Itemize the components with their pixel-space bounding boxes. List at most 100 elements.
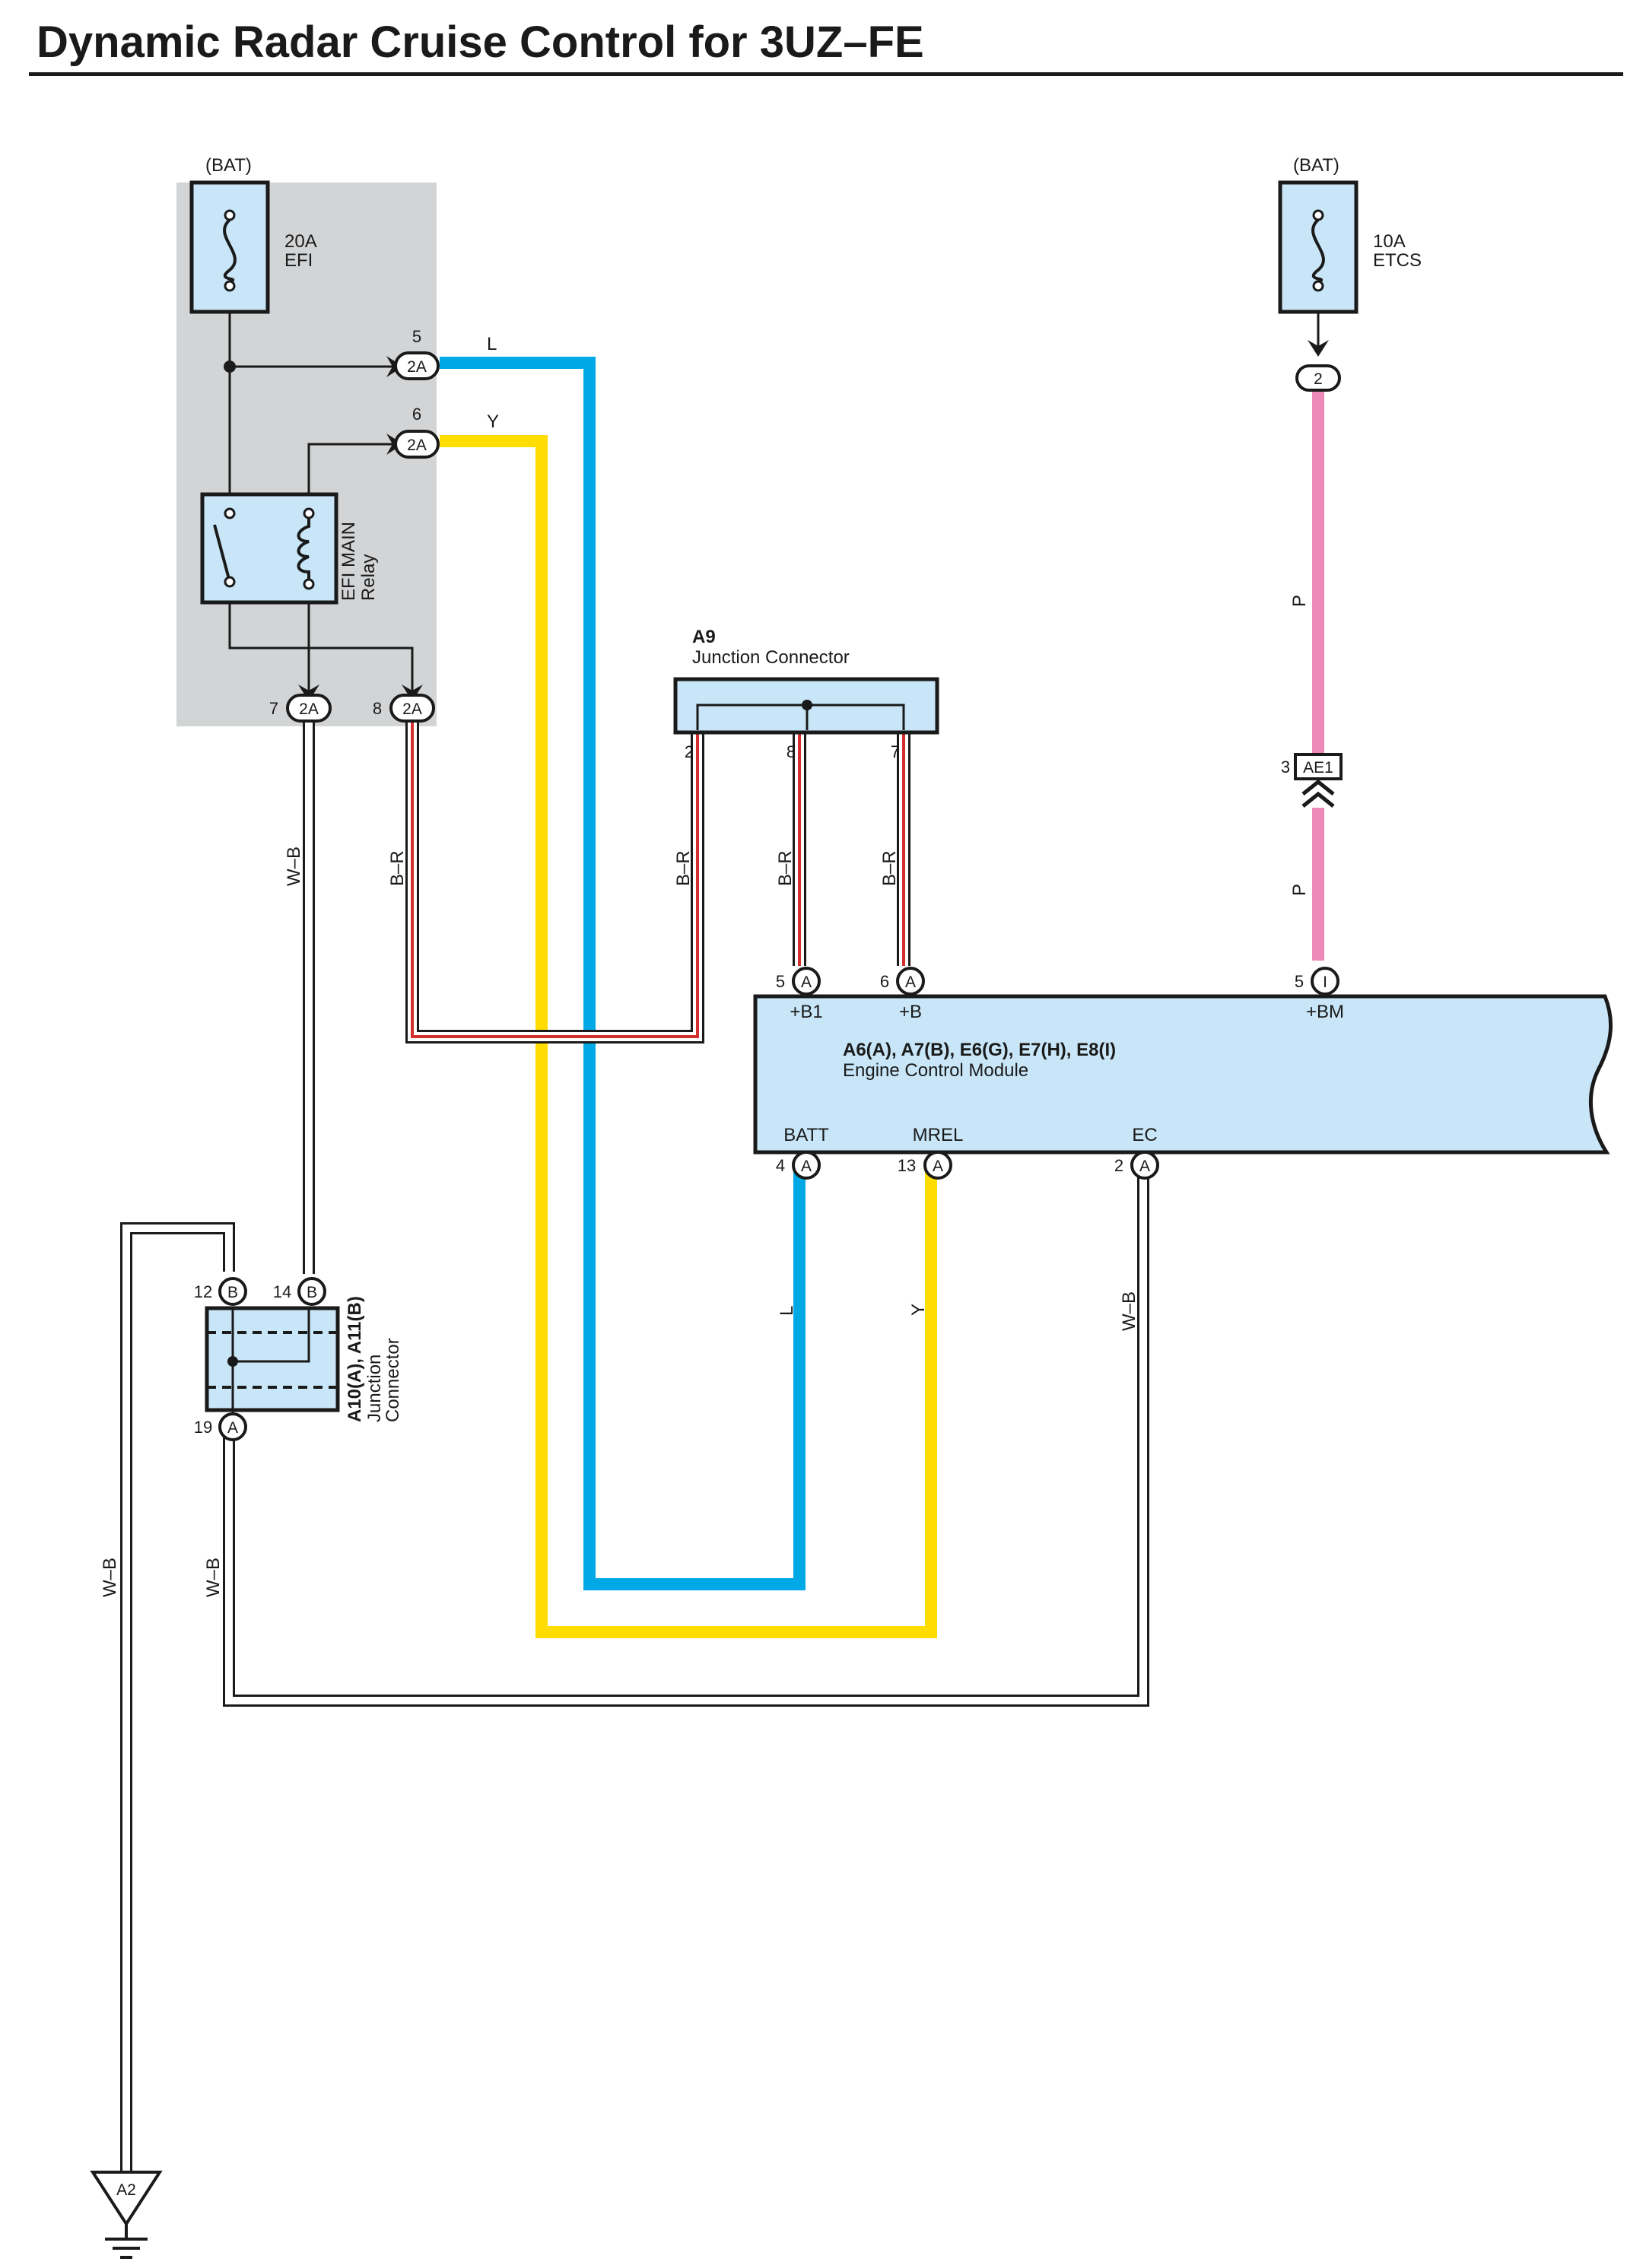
junction-a10-pin12 bbox=[218, 1277, 247, 1306]
ecm-name: Engine Control Module bbox=[843, 1060, 1028, 1081]
ecm-pin-batt-num: 4 bbox=[776, 1156, 785, 1175]
efi-fuse-terminal-bottom bbox=[224, 280, 236, 292]
junction-a9-splice bbox=[802, 700, 812, 710]
junction-a10-line2: Connector bbox=[383, 1338, 403, 1422]
junction-a10-pin12-code: B bbox=[227, 1284, 238, 1301]
efi-fuse-icon bbox=[223, 218, 237, 283]
relay-contact-top bbox=[224, 507, 236, 519]
title-underline bbox=[29, 72, 1623, 76]
etcs-fuse-terminal-top bbox=[1312, 209, 1324, 221]
junction-a10-line1: Junction bbox=[364, 1355, 385, 1422]
junction-a10-pin14-code: B bbox=[307, 1284, 317, 1301]
ecm-pin-ec-code: A bbox=[1139, 1158, 1150, 1175]
wire-BR-main bbox=[405, 723, 704, 1043]
junction-a10-splice bbox=[227, 1356, 238, 1367]
ecm-pin-b-num: 6 bbox=[880, 972, 889, 991]
wire-label-WB-relay: W–B bbox=[284, 847, 304, 886]
wire-label-P-upper: P bbox=[1289, 595, 1310, 607]
efi-fuse-name: EFI bbox=[284, 250, 313, 271]
ecm-pin-ec-num: 2 bbox=[1114, 1156, 1123, 1175]
relay-label-line2: Relay bbox=[358, 554, 379, 601]
wire-label-Y-ecm: Y bbox=[908, 1304, 929, 1316]
ground-a2-symbol bbox=[90, 2171, 163, 2227]
arrow-etcs bbox=[1308, 340, 1329, 357]
etcs-fuse-rating: 10A bbox=[1373, 231, 1406, 252]
ecm-pin-batt-label: BATT bbox=[783, 1125, 829, 1145]
junction-a9-busbar bbox=[696, 704, 905, 730]
wire-label-BR-a9-7: B–R bbox=[879, 850, 900, 886]
ecm-pin-mrel bbox=[923, 1151, 952, 1180]
etcs-fuse-terminal-bottom bbox=[1312, 280, 1324, 292]
connector-etcs-pin2-code: 2 bbox=[1314, 370, 1323, 388]
page-title: Dynamic Radar Cruise Control for 3UZ–FE bbox=[37, 17, 924, 67]
ecm-ids: A6(A), A7(B), E6(G), E7(H), E8(I) bbox=[843, 1040, 1116, 1060]
junction-a10-pin19-code: A bbox=[227, 1419, 238, 1437]
junction-a10-pin14-num: 14 bbox=[273, 1282, 291, 1301]
ecm-pin-b-label: +B bbox=[899, 1002, 922, 1022]
junction-a10-pin19 bbox=[218, 1412, 247, 1441]
junction-a10-pin19-num: 19 bbox=[194, 1418, 212, 1437]
ecm-pin-b bbox=[896, 967, 925, 996]
connector-2a-pin7 bbox=[286, 694, 332, 723]
ecm-pin-bm-label: +BM bbox=[1306, 1002, 1344, 1022]
efi-main-relay bbox=[200, 492, 338, 605]
efi-fuse-rating: 20A bbox=[284, 231, 317, 252]
connector-2a-pin7-code: 2A bbox=[299, 700, 319, 718]
ecm-pin-batt bbox=[792, 1151, 821, 1180]
ground-a2-code: A2 bbox=[116, 2181, 136, 2199]
inline-connector-ae1-code: AE1 bbox=[1303, 759, 1333, 777]
connector-2a-pin8-code: 2A bbox=[402, 700, 422, 718]
arrow-2a8 bbox=[402, 685, 423, 701]
wire-L bbox=[440, 357, 806, 1590]
relay-label-line1: EFI MAIN bbox=[338, 522, 359, 601]
connector-2a-pin8-num: 8 bbox=[373, 699, 382, 718]
relay-coil-term-top bbox=[303, 507, 315, 519]
relay-to-2a6-wire bbox=[307, 443, 392, 494]
connector-etcs-pin2 bbox=[1295, 364, 1341, 392]
etcs-fuse-icon bbox=[1311, 218, 1325, 283]
ecm-pin-b1-label: +B1 bbox=[790, 1002, 822, 1022]
ecm-pin-b1 bbox=[792, 967, 821, 996]
junction-a9-pin2: 2 bbox=[685, 742, 694, 761]
wire-Y bbox=[440, 435, 937, 1638]
relay-coil-icon bbox=[297, 511, 310, 587]
junction-a9-pin7: 7 bbox=[891, 742, 900, 761]
relay-coil-term-bottom bbox=[303, 578, 315, 590]
ecm-pin-bm bbox=[1311, 967, 1339, 996]
junction-a9-pin8: 8 bbox=[786, 742, 796, 761]
inline-connector-ae1-pin: 3 bbox=[1281, 758, 1290, 777]
connector-2a-pin5-num: 5 bbox=[412, 327, 421, 346]
ecm-pin-mrel-num: 13 bbox=[898, 1156, 916, 1175]
wire-WB-ec-white bbox=[225, 1164, 1147, 1704]
wire-label-L-ecm: L bbox=[777, 1306, 797, 1316]
ecm-box bbox=[753, 994, 1613, 1155]
connector-2a-pin6 bbox=[394, 430, 440, 459]
wire-BR-main-red bbox=[411, 723, 699, 1038]
ecm-pin-batt-code: A bbox=[801, 1158, 812, 1175]
connector-2a-pin8 bbox=[389, 694, 435, 723]
wire-WB-ground-white bbox=[122, 1225, 233, 2172]
connector-2a-pin5 bbox=[394, 351, 440, 380]
wire-label-P-lower: P bbox=[1289, 884, 1310, 896]
ecm-pin-mrel-code: A bbox=[933, 1158, 943, 1175]
wire-label-WB-ground: W–B bbox=[100, 1558, 120, 1597]
efi-fuse-source: (BAT) bbox=[205, 155, 252, 176]
junction-a10-pin14 bbox=[297, 1277, 326, 1306]
etcs-fuse-source: (BAT) bbox=[1293, 155, 1339, 176]
ecm-pin-b1-code: A bbox=[801, 974, 812, 991]
arrow-2a7 bbox=[298, 685, 319, 701]
connector-2a-pin6-code: 2A bbox=[407, 437, 427, 454]
wire-label-WB-ecm: W–B bbox=[1119, 1291, 1139, 1331]
ecm-pin-bm-num: 5 bbox=[1295, 972, 1304, 991]
wire-label-L-top: L bbox=[487, 334, 497, 354]
connector-2a-pin5-code: 2A bbox=[407, 358, 427, 376]
ecm-pin-b1-num: 5 bbox=[776, 972, 785, 991]
ecm-pin-b-code: A bbox=[905, 974, 916, 991]
relay-to-2a8-wire bbox=[228, 602, 414, 692]
connector-2a-pin7-num: 7 bbox=[269, 699, 278, 718]
relay-contact-bottom bbox=[224, 576, 236, 588]
wire-label-BR-a9-2: B–R bbox=[673, 850, 694, 886]
junction-a9-id: A9 bbox=[692, 627, 716, 647]
wire-WB-ec bbox=[223, 1164, 1149, 1707]
